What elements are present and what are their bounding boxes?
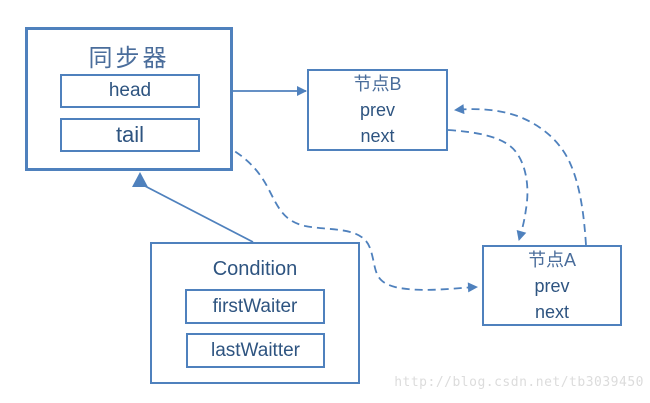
- edge-condition-to-sync-arrow: [142, 184, 254, 243]
- synchronizer-title: 同步器: [88, 45, 170, 72]
- node-b-box: 节点B prev next: [307, 69, 448, 151]
- condition-title: Condition: [212, 258, 298, 280]
- edge-nodeA-prev-to-nodeB-arrow: [454, 104, 587, 246]
- node-a-prev-label: prev: [534, 275, 570, 296]
- watermark-text: http://blog.csdn.net/tb3039450: [394, 375, 644, 390]
- node-a-box: 节点A prev next: [482, 245, 622, 326]
- tail-field-label: tail: [115, 122, 145, 147]
- node-b-title: 节点B: [353, 74, 402, 94]
- firstwaiter-field-label: firstWaiter: [212, 295, 298, 317]
- node-a-content: 节点A prev next: [484, 247, 620, 324]
- lastwaiter-field-label: lastWaitter: [210, 339, 301, 361]
- head-field: head: [60, 74, 200, 108]
- firstwaiter-field: firstWaiter: [185, 289, 325, 324]
- node-a-next-label: next: [534, 301, 570, 322]
- lastwaiter-field: lastWaitter: [186, 333, 325, 368]
- edge-condition-to-sync-arrowhead: [132, 172, 148, 187]
- node-a-title: 节点A: [527, 249, 576, 270]
- node-b-next-label: next: [360, 126, 395, 146]
- head-field-label: head: [108, 80, 152, 101]
- node-b-prev-label: prev: [359, 100, 395, 120]
- node-b-content: 节点B prev next: [309, 71, 446, 149]
- edge-nodeB-next-to-nodeA-arrow: [447, 129, 529, 241]
- tail-field: tail: [60, 118, 200, 152]
